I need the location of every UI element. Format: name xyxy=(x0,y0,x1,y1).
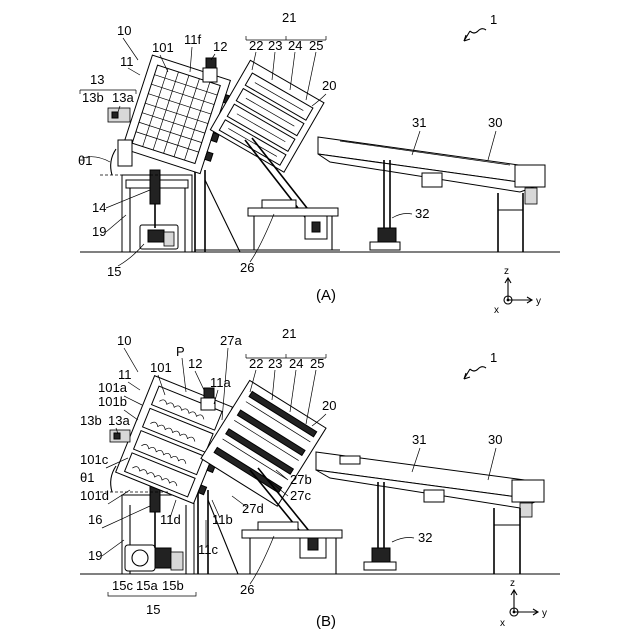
label-101c-b: 101c xyxy=(80,452,109,467)
label-11f-a: 11f xyxy=(184,32,201,47)
conveyor-stand-a xyxy=(498,193,523,252)
label-11b-b: 11b xyxy=(212,512,233,527)
label-15-a: 15 xyxy=(107,264,121,279)
inclined-conveyor-20-a xyxy=(210,60,324,172)
label-10-b: 10 xyxy=(117,333,131,348)
label-11a-b: 11a xyxy=(210,375,231,390)
label-101a-b: 101a xyxy=(98,380,128,395)
label-15a-b: 15a xyxy=(136,578,158,593)
label-13b-a: 13b xyxy=(82,90,104,105)
base-table-b xyxy=(242,522,342,574)
label-31-b: 31 xyxy=(412,432,426,447)
axis-triad-a: z x y xyxy=(494,266,541,316)
conveyor-stand-b xyxy=(494,508,520,574)
panel-a: 1 xyxy=(78,10,560,316)
label-11c-b: 11c xyxy=(198,542,218,557)
axis-x-label-a: x xyxy=(494,305,499,316)
theta1-arc-b xyxy=(111,466,116,492)
label-theta1-a: θ1 xyxy=(78,153,92,168)
label-32-a: 32 xyxy=(415,206,429,221)
label-12-b: 12 xyxy=(188,356,202,371)
caption-b: (B) xyxy=(316,613,336,630)
label-21-b: 21 xyxy=(282,326,296,341)
label-10-a: 10 xyxy=(117,23,131,38)
figure-number-leader xyxy=(464,29,486,41)
label-30-a: 30 xyxy=(488,115,502,130)
discharge-conveyor-30-a xyxy=(318,137,545,204)
label-12-a: 12 xyxy=(213,39,227,54)
label-32-b: 32 xyxy=(418,530,432,545)
label-27b-b: 27b xyxy=(290,472,312,487)
theta1-arc-a xyxy=(111,149,116,175)
label-30-b: 30 xyxy=(488,432,502,447)
discharge-conveyor-30-b xyxy=(316,452,544,517)
label-theta1-b: θ1 xyxy=(80,470,94,485)
label-19-a: 19 xyxy=(92,224,106,239)
label-101b-b: 101b xyxy=(98,394,127,409)
label-15b-b: 15b xyxy=(162,578,184,593)
label-26-a: 26 xyxy=(240,260,254,275)
clamp-13-b xyxy=(110,430,130,442)
label-13a-a: 13a xyxy=(112,90,134,105)
label-20-b: 20 xyxy=(322,398,336,413)
axis-z-label-b: z xyxy=(510,578,515,589)
label-15c-b: 15c xyxy=(112,578,133,593)
label-13-a: 13 xyxy=(90,72,104,87)
label-26-b: 26 xyxy=(240,582,254,597)
caption-a: (A) xyxy=(316,287,336,304)
axis-y-label-b: y xyxy=(542,608,547,619)
support-column-32-a xyxy=(370,160,400,250)
label-14-a: 14 xyxy=(92,200,106,215)
panel-b: 1 xyxy=(80,326,560,630)
label-15-b: 15 xyxy=(146,602,160,617)
label-27a-b: 27a xyxy=(220,333,242,348)
label-11-a: 11 xyxy=(120,54,134,69)
label-13a-b: 13a xyxy=(108,413,130,428)
axis-z-label-a: z xyxy=(504,266,509,277)
gripper-12-b xyxy=(201,388,215,410)
figure-number-label: 1 xyxy=(490,12,497,27)
label-31-a: 31 xyxy=(412,115,426,130)
column-frame-b xyxy=(198,490,238,574)
label-11d-b: 11d xyxy=(160,512,181,527)
axis-x-label-b: x xyxy=(500,618,505,629)
label-P-b: P xyxy=(176,344,185,359)
label-101d-b: 101d xyxy=(80,488,109,503)
label-101-a: 101 xyxy=(152,40,174,55)
drive-unit-15-a xyxy=(140,225,178,249)
label-101-b: 101 xyxy=(150,360,172,375)
label-13b-b: 13b xyxy=(80,413,102,428)
label-27c-b: 27c xyxy=(290,488,311,503)
figure-number-leader-b xyxy=(464,367,486,379)
label-20-a: 20 xyxy=(322,78,336,93)
label-16-b: 16 xyxy=(88,512,102,527)
label-19-b: 19 xyxy=(88,548,102,563)
figure-number-label-b: 1 xyxy=(490,350,497,365)
gripper-12-a xyxy=(203,58,217,82)
axis-y-label-a: y xyxy=(536,296,541,307)
label-27d-b: 27d xyxy=(242,501,264,516)
axis-triad-b: z x y xyxy=(500,578,547,629)
label-21-a: 21 xyxy=(282,10,296,25)
support-column-32-b xyxy=(364,482,396,570)
